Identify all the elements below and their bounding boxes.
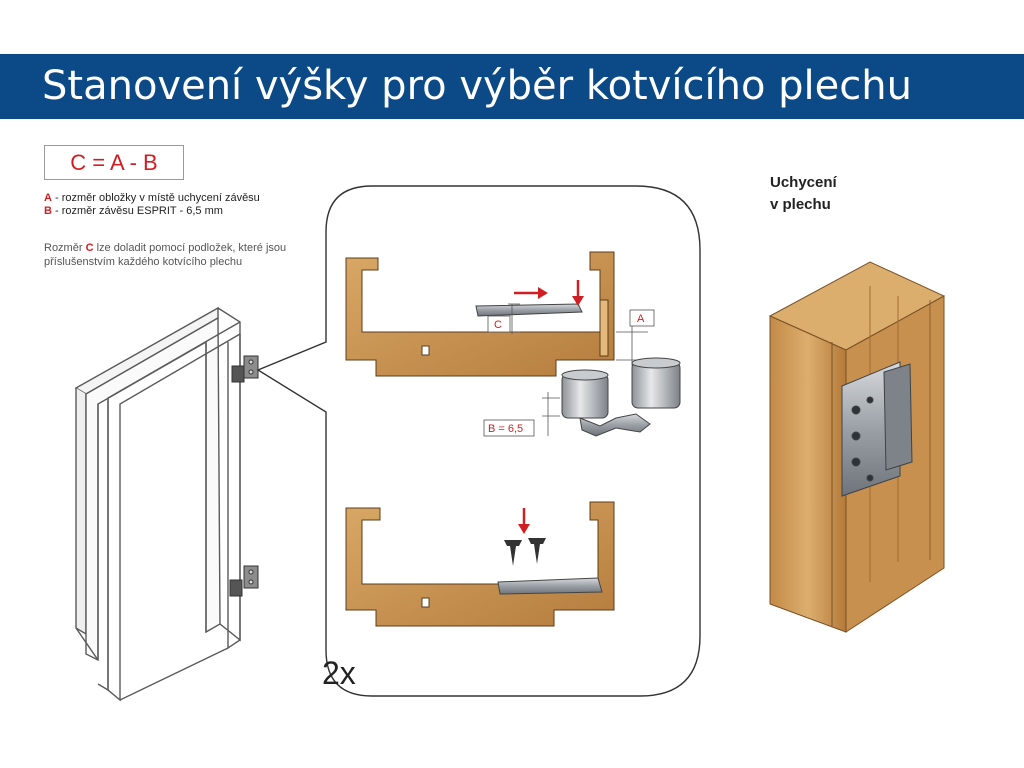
mount-caption-line-2: v plechu — [770, 196, 831, 213]
dimension-a — [616, 309, 655, 366]
legend-a-text: - rozměr obložky v místě uchycení závěsu — [51, 192, 260, 204]
anchor-plate-upper — [475, 303, 583, 317]
screw-icon — [504, 540, 522, 566]
adjustment-note: Rozměr C lze doladit pomocí podložek, kt… — [44, 241, 324, 269]
label-c: C — [494, 319, 502, 331]
hinge-detail — [561, 357, 681, 437]
legend-a-key: A — [44, 192, 52, 204]
note-after: lze doladit pomocí podložek, které jsou … — [44, 242, 287, 268]
note-before: Rozměr — [44, 242, 86, 254]
dimension-b — [483, 392, 560, 437]
page-title: Stanovení výšky pro výběr kotvícího plec… — [42, 63, 912, 109]
profile-section-lower — [345, 501, 615, 627]
anchor-plate-lower — [497, 577, 603, 595]
profile-section-upper — [345, 251, 615, 377]
dimension-c — [487, 303, 520, 334]
arrow-down-icon — [518, 508, 530, 534]
frame-hinge-top — [231, 355, 259, 383]
title-bar: Stanovení výšky pro výběr kotvícího plec… — [0, 54, 1024, 119]
legend: A - rozměr obložky v místě uchycení závě… — [44, 192, 260, 218]
formula-box: C = A - B — [44, 145, 184, 180]
frame-hinge-bottom — [229, 565, 259, 597]
legend-b-text: - rozměr závěsu ESPRIT - 6,5 mm — [51, 205, 223, 217]
anchor-plate-mounted — [841, 361, 913, 497]
door-frame-drawing — [74, 306, 241, 702]
multiplier-label: 2x — [322, 655, 356, 691]
mount-caption: Uchycení v plechu — [770, 172, 837, 216]
arrow-right-icon — [514, 287, 548, 299]
mount-caption-line-1: Uchycení — [770, 174, 837, 191]
note-key: C — [85, 242, 94, 254]
legend-b-key: B — [44, 205, 52, 217]
arrow-down-icon — [572, 280, 584, 306]
detail-callout — [256, 185, 701, 697]
screw-icon — [528, 538, 546, 564]
legend-a: A - rozměr obložky v místě uchycení závě… — [44, 192, 260, 205]
label-b: B = 6,5 — [488, 423, 523, 435]
legend-b: B - rozměr závěsu ESPRIT - 6,5 mm — [44, 205, 260, 218]
label-a: A — [637, 313, 645, 325]
